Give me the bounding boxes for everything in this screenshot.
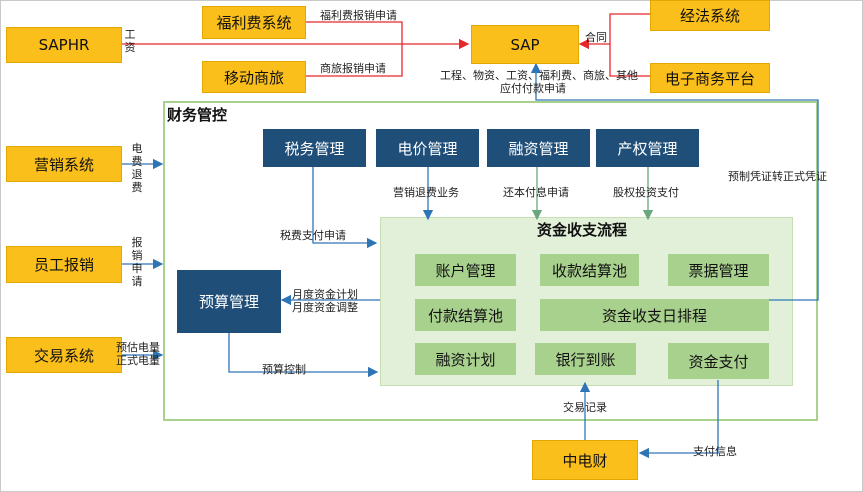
employee-reimbursement-box: 员工报销: [6, 246, 122, 283]
collection-pool-box: 收款结算池: [540, 254, 639, 286]
daily-schedule-box: 资金收支日排程: [540, 299, 769, 331]
payment-pool-box: 付款结算池: [415, 299, 516, 331]
trading-system-box: 交易系统: [6, 337, 122, 373]
formal-power-label: 正式电量: [116, 354, 160, 367]
price-management-box: 电价管理: [376, 129, 479, 167]
travel-request-label: 商旅报销申请: [320, 62, 386, 75]
saphr-box: SAPHR: [6, 27, 122, 63]
contract-label: 合同: [585, 31, 607, 44]
bill-management-box: 票据管理: [668, 254, 769, 286]
budget-management-box: 预算管理: [177, 270, 281, 333]
repay-request-label: 还本付息申请: [503, 186, 569, 199]
monthly-plan-label: 月度资金计划: [292, 288, 358, 301]
equity-investment-label: 股权投资支付: [613, 186, 679, 199]
sap-items-label: 工程、物资、工资、福利费、商旅、其他: [440, 69, 638, 82]
marketing-system-box: 营销系统: [6, 146, 122, 182]
tax-management-box: 税务管理: [263, 129, 366, 167]
marketing-refund-label: 营销退费业务: [393, 186, 459, 199]
tax-payment-label: 税费支付申请: [280, 229, 346, 242]
voucher-label: 预制凭证转正式凭证: [728, 170, 827, 183]
budget-control-label: 预算控制: [262, 363, 306, 376]
welfare-system-box: 福利费系统: [202, 6, 306, 39]
finance-control-title: 财务管控: [167, 106, 228, 124]
sap-box: SAP: [471, 25, 579, 64]
fund-payment-box: 资金支付: [668, 343, 769, 379]
financing-plan-box: 融资计划: [415, 343, 516, 375]
mobile-travel-box: 移动商旅: [202, 61, 306, 93]
financing-management-box: 融资管理: [487, 129, 590, 167]
bank-arrival-box: 银行到账: [535, 343, 636, 375]
salary-label: 工资: [124, 28, 136, 54]
payment-info-label: 支付信息: [693, 445, 737, 458]
trade-record-label: 交易记录: [563, 401, 607, 414]
account-management-box: 账户管理: [415, 254, 516, 286]
zhongdiancai-box: 中电财: [532, 440, 638, 480]
estimated-power-label: 预估电量: [116, 341, 160, 354]
welfare-request-label: 福利费报销申请: [320, 9, 397, 22]
equity-management-box: 产权管理: [596, 129, 699, 167]
fund-flow-title: 资金收支流程: [537, 221, 628, 239]
payable-request-label: 应付付款申请: [500, 82, 566, 95]
reimbursement-request-label: 报销申请: [131, 236, 143, 288]
elec-refund-label: 电费退费: [131, 142, 143, 194]
ecommerce-platform-box: 电子商务平台: [650, 63, 770, 93]
econ-law-system-box: 经法系统: [650, 0, 770, 31]
monthly-adjust-label: 月度资金调整: [292, 301, 358, 314]
